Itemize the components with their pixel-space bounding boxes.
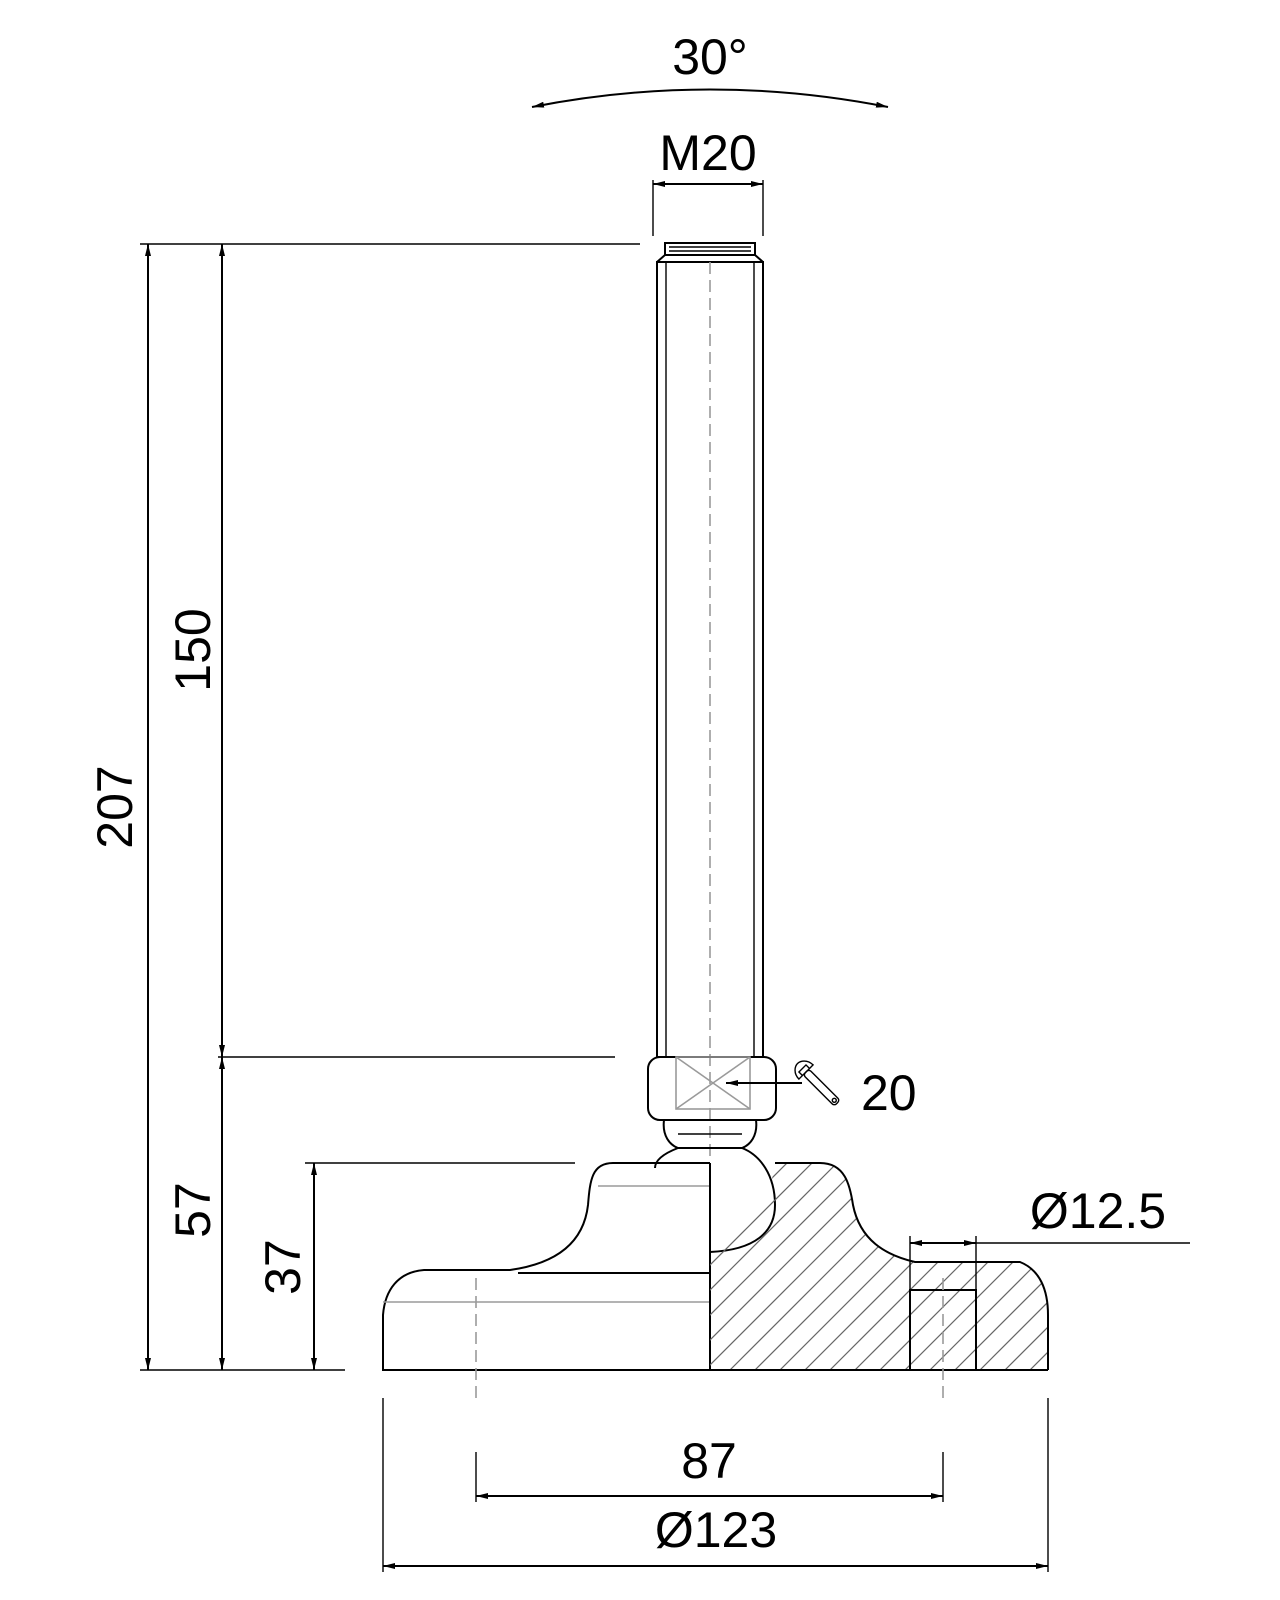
base-section-half [383,1150,1049,1371]
base-exterior-half [382,1162,711,1371]
hole-diameter-dimension: Ø12.5 [909,1183,1190,1290]
thread-dimension: M20 [652,125,764,236]
wrench-size-callout: 20 [726,1060,917,1121]
hole-spacing-label: 87 [681,1433,737,1489]
ball-joint [654,1119,777,1253]
hole-spacing-dimension: 87 [475,1433,944,1502]
swivel-angle-label: 30° [672,29,748,85]
swivel-angle-dimension: 30° [531,29,889,108]
base-diameter-label: Ø123 [655,1502,777,1558]
base-diameter-dimension: Ø123 [382,1398,1049,1572]
swivel-angle-arc [531,88,889,108]
total-height-dimension: 207 [87,243,640,1371]
thread-label: M20 [659,125,756,181]
base-height-dimension: 57 [165,1056,615,1370]
section-hatching [710,1150,1048,1370]
base-height-label: 57 [165,1182,221,1238]
wrench-icon [794,1060,840,1106]
wrench-size-label: 20 [861,1065,917,1121]
threaded-stud [656,242,764,1160]
total-height-label: 207 [87,765,143,848]
foot-height-label: 37 [255,1239,311,1295]
wrench-flats [647,1056,777,1121]
foot-height-dimension: 37 [255,1162,575,1370]
hole-diameter-label: Ø12.5 [1030,1183,1166,1239]
thread-length-label: 150 [165,608,221,691]
thread-length-dimension: 150 [165,244,225,1057]
